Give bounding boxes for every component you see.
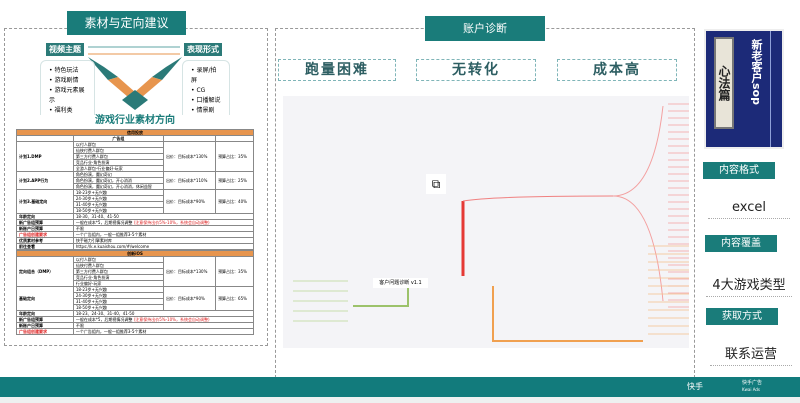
extra-note: (注意保持出价5%-10%，系统会自动调整) bbox=[133, 317, 210, 322]
row-budget: 预算占比：25% bbox=[215, 171, 254, 190]
row-bid: 出价：目标成本*110% bbox=[162, 171, 217, 190]
table-title: 游戏行业素材方向 bbox=[16, 115, 254, 127]
extra-value: https://k.e.kuaishou.com/#/welcome bbox=[72, 243, 255, 250]
table-row: 广告组创建要求一个广告组内，一般一组推荐3-5个素材 bbox=[16, 328, 255, 335]
coverage-value: 4大游戏类型 bbox=[706, 274, 792, 297]
kwai-ads-logo: 快手广告 bbox=[742, 380, 763, 386]
row-name: 计划1.DMP bbox=[16, 141, 74, 172]
access-label: 获取方式 bbox=[706, 308, 778, 325]
mind-map: ⧉ 客户问题诊断 v1.1 bbox=[283, 96, 689, 348]
kuaishou-logo: 快手 bbox=[687, 382, 703, 391]
book-cover: 心法篇 新老客户sop bbox=[704, 29, 784, 149]
row-name: 基础定向 bbox=[16, 286, 74, 311]
row-budget: 预算占比：35% bbox=[215, 141, 254, 172]
middle-title: 账户诊断 bbox=[425, 16, 545, 41]
copy-icon[interactable]: ⧉ bbox=[426, 174, 446, 194]
center-node[interactable]: 客户问题诊断 v1.1 bbox=[373, 278, 428, 288]
extra-label: 前往查看 bbox=[16, 243, 74, 250]
access-value: 联系运营 bbox=[710, 343, 792, 366]
row-budget: 预算占比：65% bbox=[215, 286, 254, 311]
v-diagram bbox=[88, 46, 182, 110]
row-bid: 出价：目标成本*90% bbox=[162, 286, 217, 311]
format-value: excel bbox=[708, 200, 790, 219]
row-name: 计划3.基础定向 bbox=[16, 189, 74, 214]
row-budget: 预算占比：40% bbox=[215, 189, 254, 214]
problem-no-conversion: 无转化 bbox=[416, 59, 536, 81]
row-name: 定向组合（DMP） bbox=[16, 256, 74, 287]
expression-label: 表现形式 bbox=[184, 43, 222, 56]
problem-high-cost: 成本高 bbox=[557, 59, 677, 81]
row-budget: 预算占比：35% bbox=[215, 256, 254, 287]
format-label: 内容格式 bbox=[703, 162, 775, 179]
row-bid: 出价：目标成本*90% bbox=[162, 189, 217, 214]
row-name: 计划2.APP行为 bbox=[16, 171, 74, 190]
row-item: 角色扮演，魔幻奇幻，开心消消，休闲益智 bbox=[72, 183, 164, 190]
book-label: 心法篇 bbox=[714, 37, 734, 129]
extra-label: 广告组创建要求 bbox=[16, 328, 74, 335]
kwai-ads-en: Kwai Ads bbox=[742, 387, 761, 392]
row-bid: 出价：目标成本*130% bbox=[162, 256, 217, 287]
problem-running: 跑量困难 bbox=[278, 59, 396, 81]
book-title: 新老客户sop bbox=[750, 39, 763, 105]
row-bid: 出价：目标成本*130% bbox=[162, 141, 217, 172]
footer-bar: 快手 快手广告 Kwai Ads bbox=[0, 377, 800, 397]
video-theme-label: 视频主题 bbox=[46, 43, 84, 56]
extra-value: 一个广告组内，一般一组推荐3-5个素材 bbox=[72, 328, 255, 335]
form-list: 录屏/拍屏CG口播解说情景剧 bbox=[182, 60, 230, 122]
left-title: 素材与定向建议 bbox=[67, 11, 186, 35]
coverage-label: 内容覆盖 bbox=[705, 235, 777, 252]
theme-list: 特色玩法游戏剧情游戏元素展示福利类 bbox=[40, 60, 95, 122]
extra-note: (注意保持出价5%-10%，系统会自动调整) bbox=[133, 220, 210, 225]
